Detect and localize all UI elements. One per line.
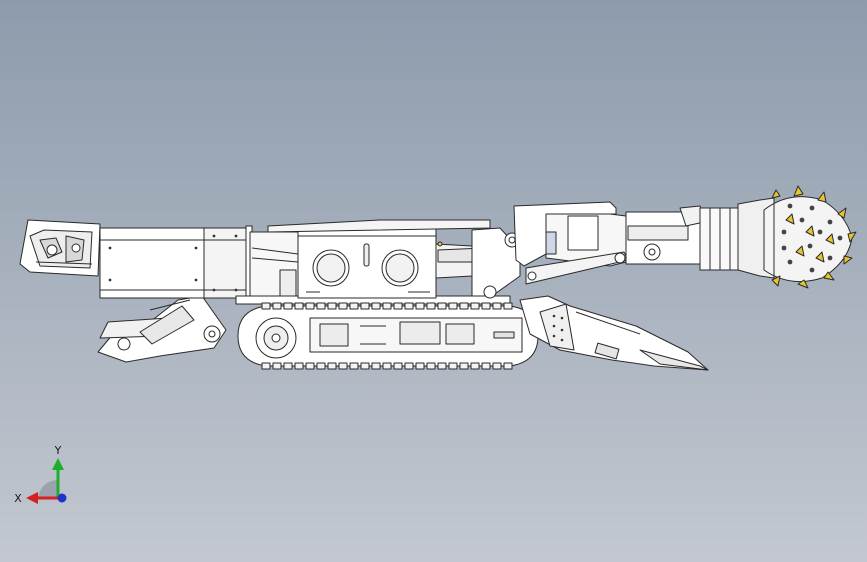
track-shoe (371, 302, 381, 310)
track-shoe (327, 302, 337, 310)
track-shoe (437, 362, 447, 370)
track-shoe (448, 362, 458, 370)
track-shoe (360, 362, 370, 370)
track-shoe (404, 302, 414, 310)
track-shoe (349, 362, 359, 370)
track-shoe (426, 362, 436, 370)
track-shoe (261, 302, 271, 310)
track-shoe (283, 362, 293, 370)
track-shoe (272, 362, 282, 370)
track-shoe (393, 302, 403, 310)
track-shoe (415, 302, 425, 310)
rear-support-leg[interactable] (97, 295, 227, 363)
loading-shovel[interactable] (519, 295, 709, 371)
track-shoe (316, 362, 326, 370)
gearbox-housing[interactable] (297, 227, 485, 299)
track-shoe (338, 362, 348, 370)
track-shoe (327, 362, 337, 370)
main-frame[interactable] (99, 225, 511, 305)
rear-cabin[interactable] (19, 219, 101, 277)
track-shoe (459, 302, 469, 310)
track-shoe (415, 362, 425, 370)
track-shoe (470, 302, 480, 310)
cutting-head[interactable] (737, 185, 857, 289)
track-shoe (360, 302, 370, 310)
track-shoe (503, 302, 513, 310)
track-shoe (316, 302, 326, 310)
track-shoe (283, 302, 293, 310)
track-shoe (371, 362, 381, 370)
track-shoe (448, 302, 458, 310)
track-shoe (338, 302, 348, 310)
track-shoe (492, 362, 502, 370)
track-shoe (481, 362, 491, 370)
track-shoe (294, 302, 304, 310)
track-shoe (470, 362, 480, 370)
track-shoe (261, 362, 271, 370)
track-shoe (382, 362, 392, 370)
track-shoe (426, 302, 436, 310)
cutter-boom[interactable] (513, 201, 739, 285)
track-shoe (305, 302, 315, 310)
turret-plate[interactable] (267, 219, 521, 299)
track-shoe (305, 362, 315, 370)
track-shoe (393, 362, 403, 370)
track-shoe (404, 362, 414, 370)
crawler-track[interactable] (237, 302, 539, 370)
track-shoe (492, 302, 502, 310)
track-shoe (437, 302, 447, 310)
track-shoe (459, 362, 469, 370)
track-shoe (382, 302, 392, 310)
track-shoe (481, 302, 491, 310)
track-shoe (349, 302, 359, 310)
track-shoe (272, 302, 282, 310)
track-shoe (503, 362, 513, 370)
track-shoe (294, 362, 304, 370)
